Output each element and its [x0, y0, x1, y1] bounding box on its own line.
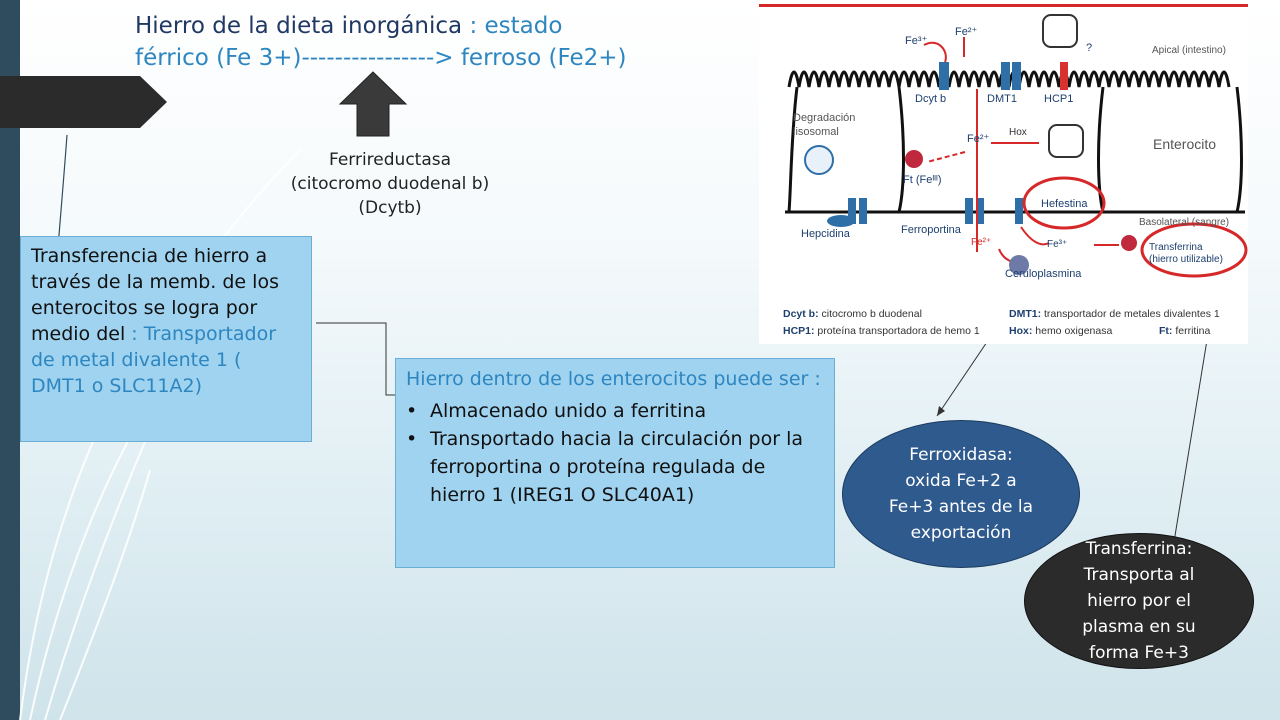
fe2-top: Fe²⁺: [955, 26, 978, 38]
left-accent-bar: [0, 0, 20, 720]
ferroxidase-ellipse: Ferroxidasa: oxida Fe+2 a Fe+3 antes de …: [842, 420, 1080, 568]
transferrina-2: (hierro utilizable): [1149, 254, 1223, 265]
ferri-line-1: Ferrireductasa: [328, 150, 452, 170]
transferrin-ellipse: Transferrina: Transporta al hierro por e…: [1024, 533, 1254, 669]
fe3-low: Fe³⁺: [1047, 239, 1067, 250]
svg-text:HCP1: proteína transportadora: HCP1: proteína transportadora de hemo 1: [783, 325, 980, 337]
svg-text:Dcyt b: citocromo b duodenal: Dcyt b: citocromo b duodenal: [783, 308, 922, 320]
ferri-line-2: (citocromo duodenal b): [290, 174, 490, 194]
svg-text:Hox: hemo oxigenasa: Hox: hemo oxigenasa: [1009, 325, 1112, 337]
box2-heading: Hierro dentro de los enterocitos puede s…: [406, 368, 821, 390]
diagram-svg: Fe³⁺ Fe²⁺ ? Apical (intestino) Dcyt b DM…: [783, 14, 1248, 337]
box1-text: Transferencia de hierro a través de la m…: [31, 245, 279, 345]
title-accent-2: férrico (Fe 3+)----------------> ferroso…: [135, 45, 627, 71]
legend4-key: Hox:: [1009, 325, 1032, 337]
up-arrow-icon: [338, 71, 408, 137]
fe2-mid: Fe²⁺: [967, 133, 990, 145]
hox-label: Hox: [1009, 127, 1027, 138]
enterocito-label: Enterocito: [1153, 136, 1216, 152]
title-separator: :: [462, 13, 485, 39]
slide-title: Hierro de la dieta inorgánica : estado f…: [135, 10, 735, 74]
degradacion-2: lisosomal: [793, 126, 839, 138]
legend3-key: DMT1:: [1009, 308, 1041, 320]
membrane-transfer-box: Transferencia de hierro a través de la m…: [20, 236, 312, 442]
ferri-line-3: (Dcytb): [358, 198, 422, 218]
box2-item-2: Transportado hacia la circulación por la…: [406, 425, 824, 509]
ferroportina-label: Ferroportina: [901, 224, 962, 236]
legend2-val: proteína transportadora de hemo 1: [815, 325, 980, 337]
fe2-low: Fe²⁺: [971, 237, 991, 248]
ferroxidase-text: Ferroxidasa: oxida Fe+2 a Fe+3 antes de …: [888, 445, 1034, 543]
legend5-val: ferritina: [1172, 325, 1210, 337]
box2-item-1: Almacenado unido a ferritina: [406, 397, 824, 425]
dcytb-transporter: [939, 62, 949, 90]
dmt1-label: DMT1: [987, 93, 1017, 105]
hefestina-label: Hefestina: [1041, 198, 1088, 210]
basolateral-label: Basolateral (sangre): [1139, 217, 1229, 228]
degradacion-1: Degradación: [793, 112, 855, 124]
box1-accent: Transportador de metal divalente 1 ( DMT…: [31, 323, 277, 397]
fe3-top: Fe³⁺: [905, 35, 928, 47]
box1-separator: :: [125, 323, 138, 345]
legend3-val: transportador de metales divalentes 1: [1041, 308, 1220, 320]
title-accent-1: estado: [484, 13, 563, 39]
apical-label: Apical (intestino): [1152, 45, 1226, 56]
ferrireductase-label: Ferrireductasa (citocromo duodenal b) (D…: [250, 148, 530, 220]
ft-label: Ft (Feᴵᴵᴵ): [903, 174, 942, 186]
svg-text:Ft: ferritina: Ft: ferritina: [1159, 325, 1211, 337]
legend5-key: Ft:: [1159, 325, 1172, 337]
legend4-val: hemo oxigenasa: [1032, 325, 1112, 337]
iron-inside-box: Hierro dentro de los enterocitos puede s…: [395, 358, 835, 568]
question-mark: ?: [1086, 42, 1092, 54]
legend1-key: Dcyt b:: [783, 308, 819, 320]
transferrina-1: Transferrina: [1149, 242, 1203, 253]
svg-text:DMT1: transportador de metales: DMT1: transportador de metales divalente…: [1009, 308, 1220, 320]
enterocyte-diagram: Fe³⁺ Fe²⁺ ? Apical (intestino) Dcyt b DM…: [759, 4, 1248, 344]
transferrin-text: Transferrina: Transporta al hierro por e…: [1082, 539, 1196, 663]
arrow-tab-shape: [0, 76, 167, 128]
dcytb-label: Dcyt b: [915, 93, 946, 105]
ceruloplasmina-label: Ceruloplasmina: [1005, 268, 1082, 280]
hcp1-label: HCP1: [1044, 93, 1073, 105]
title-text: Hierro de la dieta inorgánica: [135, 13, 463, 39]
legend1-val: citocromo b duodenal: [819, 308, 922, 320]
box2-list: Almacenado unido a ferritina Transportad…: [406, 397, 824, 509]
hepcidina-label: Hepcidina: [801, 228, 851, 240]
legend2-key: HCP1:: [783, 325, 815, 337]
